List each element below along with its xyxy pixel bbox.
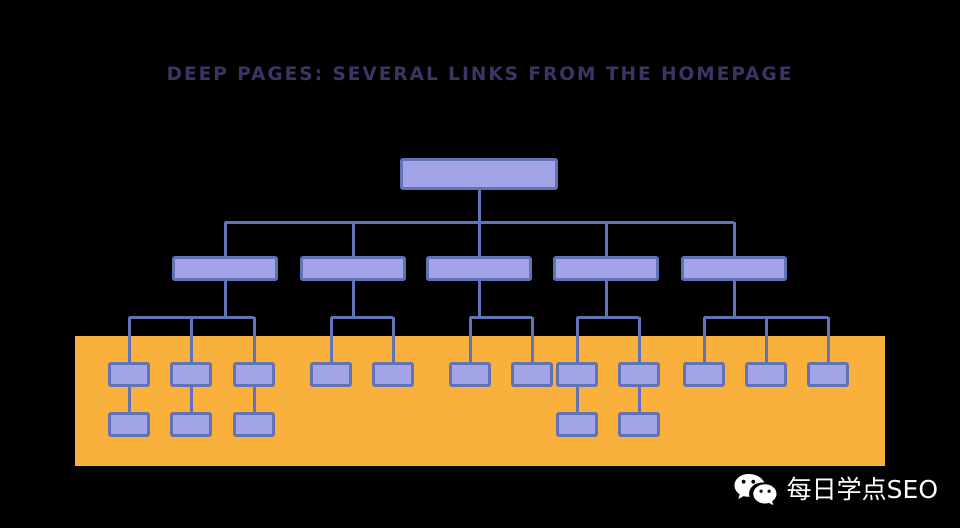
- node-level4-3[interactable]: [233, 412, 275, 437]
- node-level3-9[interactable]: [618, 362, 660, 387]
- node-level3-5[interactable]: [372, 362, 414, 387]
- node-level4-4[interactable]: [556, 412, 598, 437]
- connector-level2-4-stem: [604, 281, 608, 317]
- node-level2-2[interactable]: [300, 256, 406, 281]
- connector-level2-1-stem: [223, 281, 227, 317]
- connector-to-level3-2-2: [391, 317, 395, 362]
- node-level3-12[interactable]: [807, 362, 849, 387]
- connector-level2-2-stem: [351, 281, 355, 317]
- connector-to-level2-3: [477, 222, 481, 256]
- connector-to-level4-2: [189, 387, 193, 412]
- connector-to-level4-3: [252, 387, 256, 412]
- node-level2-4[interactable]: [553, 256, 659, 281]
- connector-to-level3-3-2: [530, 317, 534, 362]
- connector-to-level2-5: [732, 222, 736, 256]
- node-level3-6[interactable]: [449, 362, 491, 387]
- node-level4-1[interactable]: [108, 412, 150, 437]
- connector-bar-level3-group-2: [331, 315, 393, 319]
- connector-to-level4-1: [127, 387, 131, 412]
- node-level3-2[interactable]: [170, 362, 212, 387]
- connector-to-level3-3-1: [468, 317, 472, 362]
- node-level2-3[interactable]: [426, 256, 532, 281]
- node-level2-5[interactable]: [681, 256, 787, 281]
- connector-level2-3-stem: [477, 281, 481, 317]
- node-level3-3[interactable]: [233, 362, 275, 387]
- wechat-icon: [733, 472, 777, 506]
- deep-pages-highlight-region: [75, 336, 885, 466]
- node-level3-8[interactable]: [556, 362, 598, 387]
- connector-to-level3-5-1: [702, 317, 706, 362]
- connector-bar-level3-group-3: [470, 315, 532, 319]
- connector-to-level4-5: [637, 387, 641, 412]
- connector-to-level3-1-3: [252, 317, 256, 362]
- node-level4-5[interactable]: [618, 412, 660, 437]
- connector-to-level3-2-1: [329, 317, 333, 362]
- node-level3-7[interactable]: [511, 362, 553, 387]
- connector-to-level2-1: [223, 222, 227, 256]
- node-level3-10[interactable]: [683, 362, 725, 387]
- connector-homepage-stem: [477, 190, 481, 222]
- connector-to-level3-1-1: [127, 317, 131, 362]
- connector-to-level3-5-3: [826, 317, 830, 362]
- node-level2-1[interactable]: [172, 256, 278, 281]
- connector-to-level4-4: [575, 387, 579, 412]
- connector-level2-5-stem: [732, 281, 736, 317]
- node-level3-4[interactable]: [310, 362, 352, 387]
- node-homepage[interactable]: [400, 158, 558, 190]
- connector-bar-level3-group-4: [577, 315, 639, 319]
- watermark-text: 每日学点SEO: [786, 474, 938, 504]
- node-level3-1[interactable]: [108, 362, 150, 387]
- node-level3-11[interactable]: [745, 362, 787, 387]
- connector-to-level2-2: [351, 222, 355, 256]
- connector-to-level2-4: [604, 222, 608, 256]
- connector-to-level3-4-1: [575, 317, 579, 362]
- watermark: 每日学点SEO: [733, 472, 938, 506]
- page-title: DEEP PAGES: SEVERAL LINKS FROM THE HOMEP…: [166, 64, 794, 85]
- connector-to-level3-1-2: [189, 317, 193, 362]
- node-level4-2[interactable]: [170, 412, 212, 437]
- connector-to-level3-4-2: [637, 317, 641, 362]
- connector-to-level3-5-2: [764, 317, 768, 362]
